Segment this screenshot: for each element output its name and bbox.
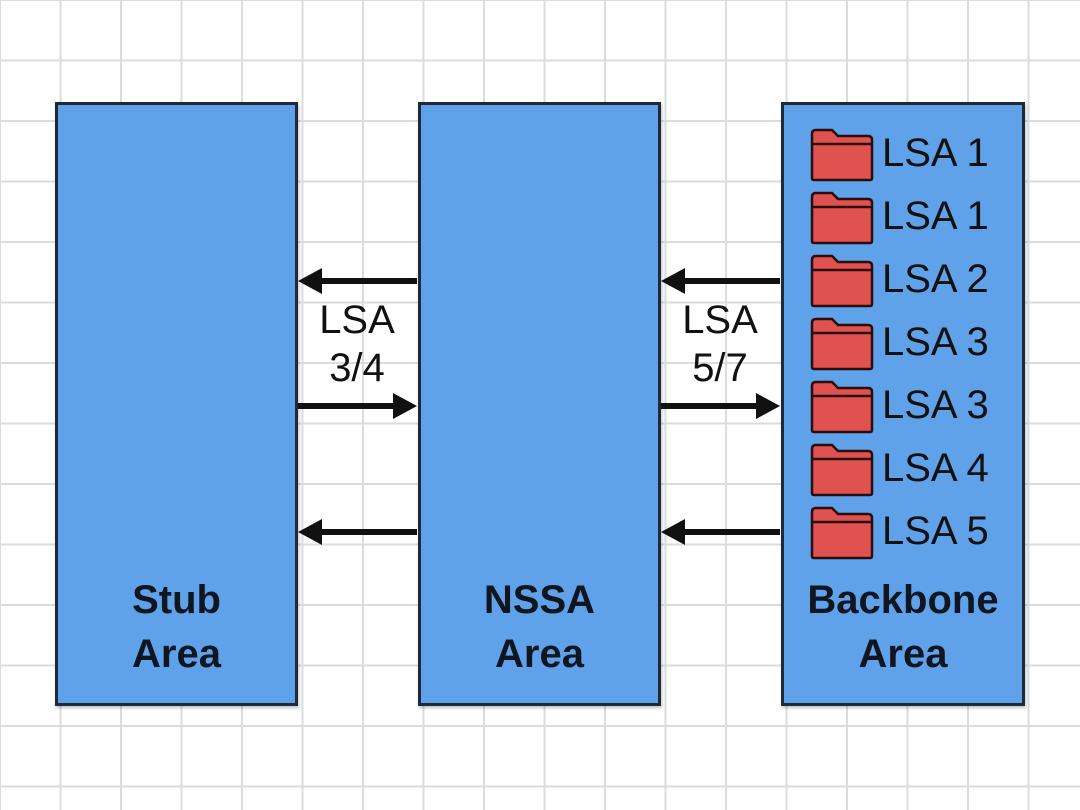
stub-nssa-link-label: LSA 3/4 (319, 298, 395, 390)
folder-icon (810, 380, 874, 434)
lsa-label: LSA 3 (882, 383, 989, 427)
lsa-item: LSA 4 (810, 442, 1020, 505)
folder-icon (810, 506, 874, 560)
nssa-area-box: NSSA Area (418, 102, 661, 706)
lsa-label: LSA 1 (882, 194, 989, 238)
lsa-item: LSA 1 (810, 190, 1020, 253)
lsa-label: LSA 1 (882, 131, 989, 175)
stub-area-box: Stub Area (55, 102, 298, 706)
backbone-area-box: LSA 1 LSA 1 LSA 2 LSA 3 LSA 3 LSA 4 LSA 5 Back… (781, 102, 1025, 706)
folder-icon (810, 191, 874, 245)
lsa-item: LSA 1 (810, 127, 1020, 190)
lsa-label: LSA 3 (882, 320, 989, 364)
lsa-item: LSA 5 (810, 505, 1020, 568)
lsa-label: LSA 4 (882, 446, 989, 490)
stub-area-title: Stub Area (132, 578, 221, 676)
backbone-area-title: Backbone Area (807, 578, 999, 676)
arrow-head (298, 268, 322, 294)
lsa-item: LSA 3 (810, 316, 1020, 379)
folder-icon (810, 254, 874, 308)
arrow-head (661, 519, 685, 545)
arrow-head (756, 393, 780, 419)
arrow-head (393, 393, 417, 419)
lsa-label: LSA 2 (882, 257, 989, 301)
arrow-head (661, 268, 685, 294)
nssa-area-title: NSSA Area (483, 578, 596, 676)
folder-icon (810, 443, 874, 497)
folder-icon (810, 317, 874, 371)
lsa-item: LSA 3 (810, 379, 1020, 442)
folder-icon (810, 128, 874, 182)
lsa-label: LSA 5 (882, 509, 989, 553)
lsa-item: LSA 2 (810, 253, 1020, 316)
arrow-head (298, 519, 322, 545)
backbone-lsa-list: LSA 1 LSA 1 LSA 2 LSA 3 LSA 3 LSA 4 LSA 5 (810, 127, 1020, 568)
nssa-backbone-link-label: LSA 5/7 (682, 298, 758, 390)
